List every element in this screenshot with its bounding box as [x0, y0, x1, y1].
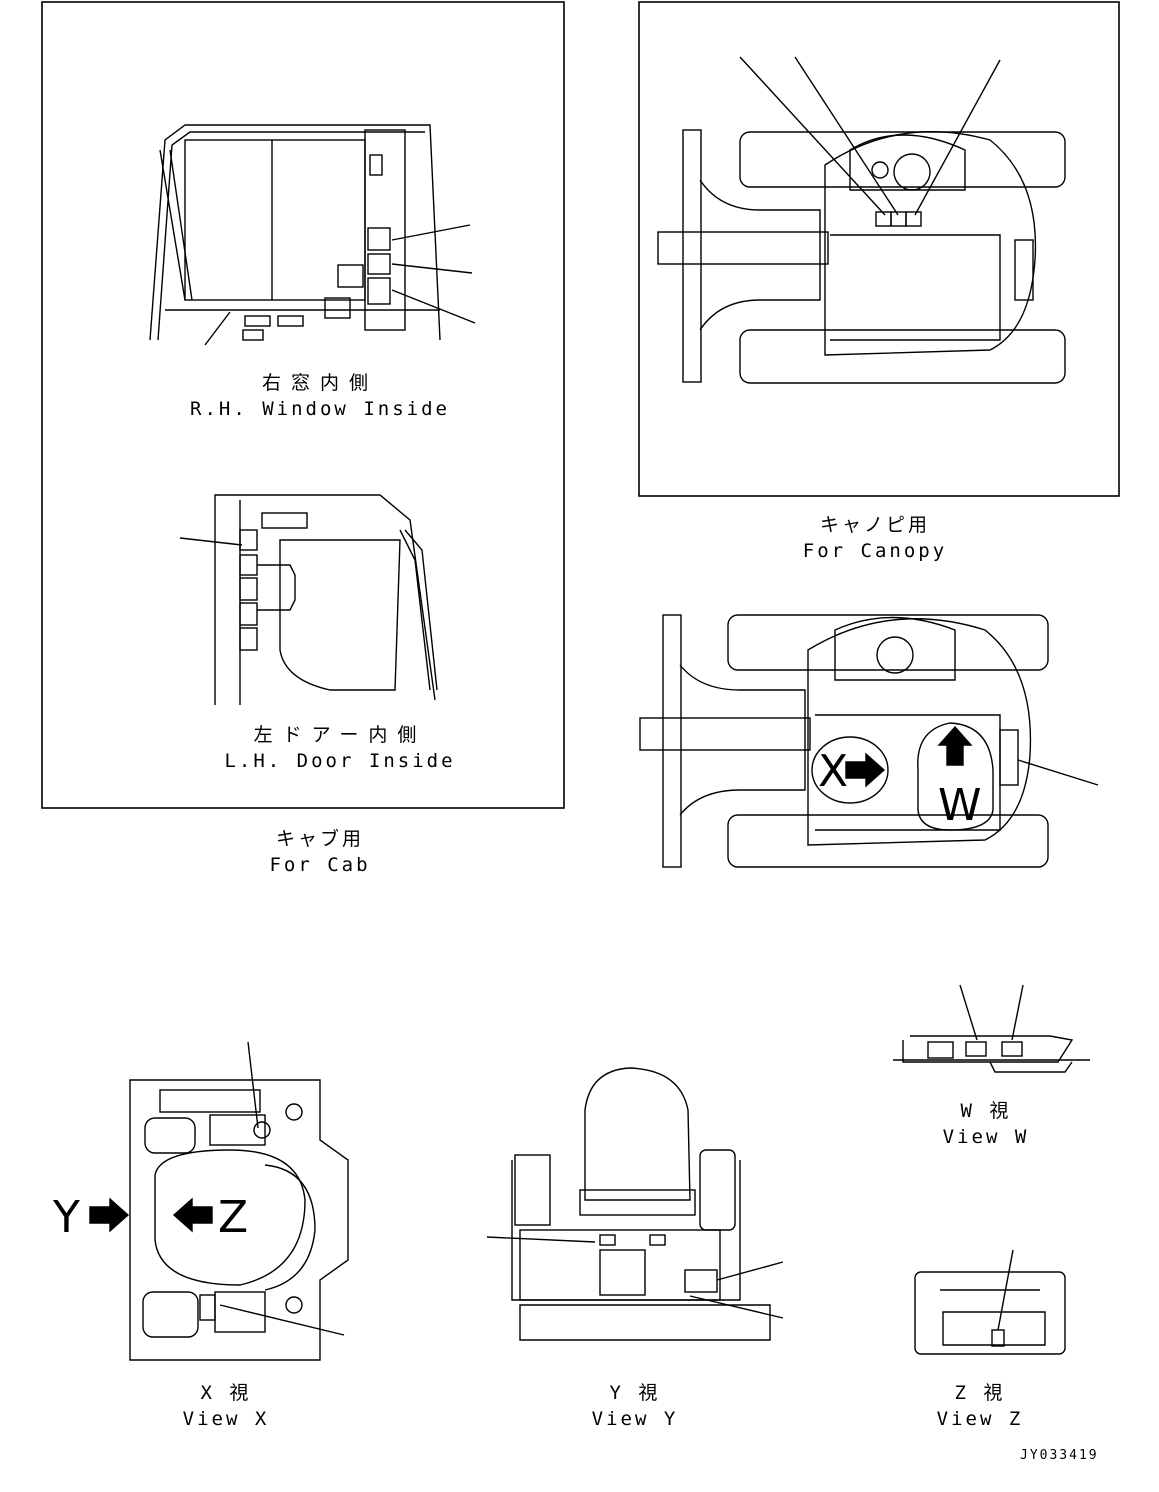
view-w-marker: W [938, 780, 982, 831]
view-z-caption: Z 視 View Z [920, 1380, 1040, 1432]
drawing-code: JY033419 [1020, 1448, 1099, 1463]
view-x-callout [811, 736, 889, 804]
lh-door-caption-ja: 左ドアー内側 [253, 724, 427, 746]
lh-door-caption-en: L.H. Door Inside [224, 750, 456, 772]
rh-window-caption-en: R.H. Window Inside [190, 398, 450, 420]
arrow-right-icon [845, 752, 886, 788]
for-cab-caption: キャブ用 For Cab [220, 826, 420, 878]
view-w-caption-ja: W 視 [960, 1100, 1012, 1122]
view-y-marker: Y [53, 1192, 80, 1243]
view-z-caption-ja: Z 視 [954, 1382, 1006, 1404]
arrow-left-icon [172, 1197, 213, 1233]
view-z-marker: Z [218, 1192, 249, 1243]
lh-door-caption: 左ドアー内側 L.H. Door Inside [185, 722, 495, 774]
view-x-marker: X [818, 746, 849, 797]
arrow-up-icon [937, 725, 973, 766]
canopy-machine-drawing [657, 56, 1066, 384]
view-y-caption: Y 視 View Y [575, 1380, 695, 1432]
view-x-caption-ja: X 視 [200, 1382, 252, 1404]
view-y-caption-en: View Y [591, 1408, 679, 1430]
rh-window-drawing [149, 124, 476, 346]
lh-door-drawing [179, 494, 438, 705]
rh-window-caption-ja: 右窓内側 [261, 372, 378, 394]
view-y-caption-ja: Y 視 [609, 1382, 661, 1404]
for-cab-caption-ja: キャブ用 [275, 828, 364, 850]
view-w-caption-en: View W [942, 1126, 1030, 1148]
view-y-arrow-icon [89, 1197, 130, 1233]
for-canopy-caption-en: For Canopy [802, 540, 948, 562]
for-canopy-caption: キャノピ用 For Canopy [775, 512, 975, 564]
main-machine-drawing [639, 614, 1099, 868]
rh-window-caption: 右窓内側 R.H. Window Inside [170, 370, 470, 422]
for-canopy-caption-ja: キャノピ用 [819, 514, 930, 536]
view-x-drawing [129, 1041, 349, 1361]
view-z-caption-en: View Z [936, 1408, 1024, 1430]
view-x-caption-en: View X [182, 1408, 270, 1430]
view-y-drawing [486, 1067, 784, 1341]
view-w-drawing [893, 984, 1090, 1073]
for-cab-caption-en: For Cab [269, 854, 371, 876]
view-w-caption: W 視 View W [926, 1098, 1046, 1150]
view-z-drawing [914, 1249, 1066, 1355]
canopy-frame [638, 1, 1120, 497]
view-x-caption: X 視 View X [166, 1380, 286, 1432]
cab-frame [41, 1, 565, 809]
